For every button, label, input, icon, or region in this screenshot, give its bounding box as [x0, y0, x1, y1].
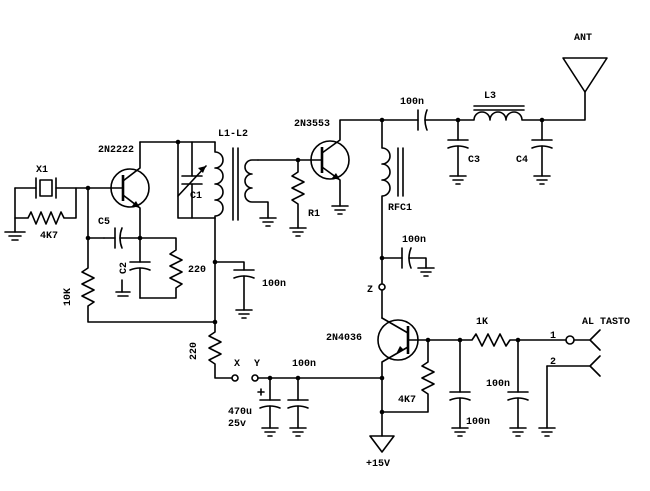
- ground-l2: [259, 217, 277, 227]
- resistor-1k: [459, 333, 519, 347]
- label-r1: R1: [308, 209, 320, 220]
- terminal-x: [231, 374, 239, 382]
- supply-terminal-icon: [369, 435, 395, 453]
- transistor-q3: [377, 317, 461, 379]
- label-l3: L3: [484, 91, 496, 102]
- label-220-b: 220: [189, 342, 200, 360]
- capacitor-100n-series: [417, 109, 459, 131]
- label-c4: C4: [516, 155, 528, 166]
- ground-c2: [115, 279, 131, 297]
- label-100n-q3: 100n: [466, 417, 490, 428]
- label-x1: X1: [36, 165, 48, 176]
- capacitor-100n-tank: [214, 261, 255, 319]
- coil-l2: [244, 159, 299, 219]
- capacitor-c2: [129, 237, 151, 299]
- label-l1-l2: L1-L2: [218, 129, 248, 140]
- label-y: Y: [254, 359, 260, 370]
- capacitor-470u: [257, 377, 281, 437]
- label-q3: 2N4036: [326, 333, 362, 344]
- label-supply: +15V: [366, 459, 390, 470]
- label-220-a: 220: [188, 265, 206, 276]
- capacitor-100n-q3: [449, 339, 471, 437]
- label-25v: 25v: [228, 419, 246, 430]
- resistor-4k7-left: [14, 187, 77, 225]
- capacitor-c1: [177, 141, 207, 219]
- label-c2: C2: [119, 262, 130, 274]
- tank-box: [177, 141, 216, 219]
- capacitor-100n-out: [507, 339, 529, 437]
- coil-l3: [457, 105, 543, 121]
- capacitor-c5: [103, 227, 141, 249]
- choke-rfc1: [381, 119, 404, 259]
- ground-left: [4, 187, 26, 241]
- label-rfc1: RFC1: [388, 203, 412, 214]
- label-100n-tank: 100n: [262, 279, 286, 290]
- coil-l1: [214, 141, 224, 219]
- label-4k7-left: 4K7: [40, 231, 58, 242]
- resistor-4k7-right: [381, 339, 435, 413]
- label-q2: 2N3553: [294, 119, 330, 130]
- label-x: X: [234, 359, 240, 370]
- label-ant: ANT: [574, 33, 592, 44]
- label-c5: C5: [98, 217, 110, 228]
- label-c3: C3: [468, 155, 480, 166]
- core-l1-l2: [232, 147, 239, 221]
- label-100n-series: 100n: [400, 97, 424, 108]
- capacitor-c4: [531, 119, 553, 185]
- label-100n-out: 100n: [486, 379, 510, 390]
- label-c1: C1: [190, 191, 202, 202]
- resistor-10k: [81, 237, 216, 323]
- label-4k7-right: 4K7: [398, 395, 416, 406]
- label-100n-xy: 100n: [292, 359, 316, 370]
- resistor-220-emitter: [139, 237, 183, 299]
- label-10k: 10K: [63, 288, 74, 306]
- label-q1: 2N2222: [98, 145, 134, 156]
- wire-base-bias: [87, 187, 105, 239]
- capacitor-c3: [447, 119, 469, 185]
- capacitor-100n-xy: [287, 377, 309, 437]
- label-z: Z: [367, 285, 373, 296]
- crystal-x1: [14, 177, 89, 199]
- transistor-q1: [87, 141, 150, 239]
- label-100n-rfc: 100n: [402, 235, 426, 246]
- label-pin-2: 2: [550, 357, 556, 368]
- transistor-q2: [297, 119, 383, 215]
- label-pin-1: 1: [550, 331, 556, 342]
- terminal-z: [378, 283, 386, 291]
- antenna-icon: [541, 57, 608, 121]
- terminal-y: [251, 374, 259, 382]
- label-al-tasto: AL TASTO: [582, 317, 630, 328]
- resistor-220-supply: [208, 321, 233, 379]
- label-470u: 470u: [228, 407, 252, 418]
- resistor-r1: [289, 159, 307, 237]
- capacitor-100n-rfc: [381, 247, 435, 277]
- key-jack-icon: [538, 329, 601, 437]
- label-1k: 1K: [476, 317, 488, 328]
